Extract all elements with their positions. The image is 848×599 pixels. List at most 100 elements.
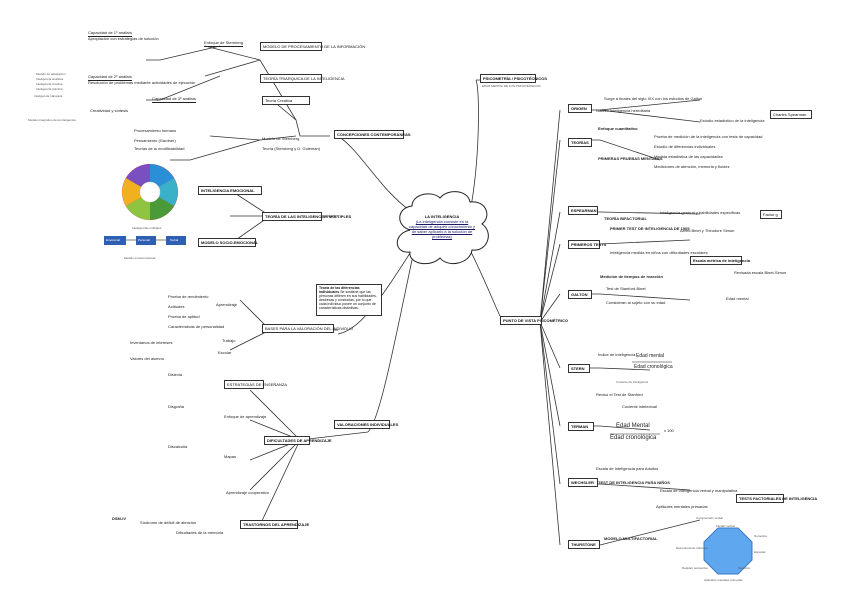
galton-d: Edad mental (726, 296, 749, 301)
thurstone-octagon (703, 527, 753, 575)
galton-a: Medición de tiempos de reacción (600, 274, 663, 279)
metric-scale-box[interactable]: Escala métrica de inteligencia (690, 256, 750, 265)
socioemotional-caption: Modelo socioemocional (124, 256, 156, 260)
theory-c: PRIMERAS PRUEBAS MENTALES (598, 156, 663, 161)
triarchic-theory-box[interactable]: TEORÍA TRIARQUICA DE LA INTELIGENCIA (260, 74, 345, 83)
octagon-label-6: Rapidez perceptiva (682, 566, 708, 570)
section-terman[interactable]: TERMAN (568, 422, 594, 431)
theory-list-1: Prueba de medición de la inteligencia co… (654, 134, 763, 139)
section-first-tests[interactable]: PRIMEROS TESTS (568, 240, 606, 249)
differences-note-text: Se sostiene que las personas difieren en… (319, 290, 377, 310)
section-theories[interactable]: TEORÍAS (568, 138, 592, 147)
stern-frac-top: Edad mental (636, 353, 665, 359)
valuation-item-4: Características de personalidad (168, 324, 225, 329)
thurstone-a: MODELO MULTIFACTORIAL (604, 536, 658, 541)
factorial-tests-box[interactable]: TESTS FACTORIALES DE INTELIGENCIA (736, 494, 817, 503)
sternberg-label: Enfoque de Sternberg (204, 40, 244, 47)
terman-a: Revisó el Test de Stanford (596, 392, 643, 397)
differences-note-title: Teoría de las diferencias individuales (319, 286, 360, 294)
conceptions-node[interactable]: CONCEPCIONES CONTEMPORÁNEAS (334, 130, 411, 139)
list-item-1: Modelo de adaptación (36, 72, 66, 76)
terman-x100: x 100 (664, 428, 674, 433)
valuations-node[interactable]: VALORACIONES INDIVIDUALES (334, 420, 398, 429)
spearman-a: TEORÍA BIFACTORIAL (604, 216, 647, 221)
learning-difficulties-box[interactable]: DIFICULTADES DE APRENDIZAJE (264, 436, 332, 445)
octagon-label-4: Espacial (754, 550, 766, 554)
example-5: Teoría (Sternberg y D. Goleman) (262, 146, 321, 151)
wheel-caption: Inteligencias múltiples (132, 226, 162, 230)
first-test-d: Revisada escala Binet-Simon (734, 270, 787, 275)
analysis3-text: Creatividad y síntesis (90, 108, 129, 113)
first-test-a: PRIMER TEST DE INTELIGENCIA DE 1905 (610, 226, 690, 231)
terman-frac-bottom: Edad cronológica (610, 435, 657, 441)
valuation-item-1: Prueba de rendimiento (168, 294, 209, 299)
caption-integrative: Modelo integrativo de la inteligencia (28, 118, 76, 122)
central-title: LA INTELIGENCIA (424, 214, 460, 219)
galton-b: Test de Stanford-Binet (606, 286, 646, 291)
stern-a: Índice de inteligencia (598, 352, 636, 357)
valuation-aside-2: Trabajo (222, 338, 236, 343)
psychometry-sub: EDAD MENTAL DE LOS PSICOTÉCNICOS (482, 84, 541, 88)
analysis3-label: Capacidad de 3º análisis (152, 96, 196, 103)
learning-disorders-box[interactable]: TRASTORNOS DEL APRENDIZAJE (240, 520, 309, 529)
first-test-c: Alfred Binet y Théodore Simon (680, 228, 735, 233)
tag-personal: Personal (138, 238, 150, 242)
multiple-intelligences-wheel (122, 164, 178, 220)
stern-frac-bottom: Edad cronológica (634, 364, 673, 370)
valuation-aside-3: Escolar (218, 350, 232, 355)
strategy-c: Aprendizaje cooperativo (226, 490, 269, 495)
teaching-strategies-box[interactable]: ESTRATEGIAS DE ENSEÑANZA (224, 380, 287, 389)
tag-social: Social (170, 238, 179, 242)
valuation-item-2: Actitudes (168, 304, 185, 309)
disorder-b: Dificultades de la memoria (176, 530, 224, 535)
octagon-label-2: Fluidez verbal (716, 524, 735, 528)
octagon-label-7: Razonamiento inductivo (676, 546, 709, 550)
caption-triarchic: Inteligencia triárquica (34, 94, 63, 98)
stern-b: Cociente de Inteligencia (616, 380, 649, 384)
list-item-4: Inteligencia práctica (36, 87, 63, 91)
thurstone-b: Aptitudes mentales primarias (656, 504, 708, 509)
psychometric-view-node[interactable]: PUNTO DE VISTA PSICOMÉTRICO (500, 316, 568, 325)
emotional-intelligence-box[interactable]: INTELIGENCIA EMOCIONAL (198, 186, 262, 195)
section-origin[interactable]: ORIGEN (568, 104, 592, 113)
wechsler-c: Escala de inteligencia verbal y manipula… (660, 488, 738, 493)
example-4: Modelo de Sternberg (262, 136, 300, 141)
multiple-intelligences-box[interactable]: TEORÍA DE LAS INTELIGENCIAS MÚLTIPLES (262, 212, 351, 221)
section-wechsler[interactable]: WECHSLER (568, 478, 598, 487)
section-spearman[interactable]: ESPEARMAN (568, 206, 598, 215)
disorder-c: DSM-IV (112, 516, 126, 521)
theory-list-4: Mediciones de atención, memoria y fluide… (654, 164, 730, 169)
central-topic: LA INTELIGENCIA (La inteligencia consist… (407, 214, 477, 239)
analysis1-label: Capacidad de 1º análisis (88, 30, 132, 37)
processing-model-box[interactable]: MODELO DE PROCESAMIENTO DE LA INFORMACIÓ… (260, 42, 365, 51)
strategy-a: Enfoque de aprendizaje (224, 414, 267, 419)
creative-theory-box[interactable]: Teoría Creativa (262, 96, 310, 105)
differences-note: Teoría de las diferencias individuales S… (316, 284, 382, 316)
octagon-label-5: Memoria (738, 566, 750, 570)
strategy-b: Mapas (224, 454, 237, 459)
octagon-caption: Aptitudes mentales primarias (704, 578, 743, 582)
valuation-item-3: Prueba de aptitud (168, 314, 200, 319)
example-3: Teorías de la modificabilidad (134, 146, 185, 151)
valuation-item-5: Inventarios de intereses (130, 340, 173, 345)
psychometry-node[interactable]: PSICOMETRÍA / PSICOTÉCNICOS (480, 74, 547, 83)
section-stern[interactable]: STERN (568, 364, 590, 373)
origin-detail: Estudio estadístico de la inteligencia (700, 118, 765, 123)
spearman-box[interactable]: Charles Spearman (770, 110, 812, 119)
spearman-b: Inteligencia general y habilidades espec… (660, 210, 741, 215)
analysis2-text: Resolución de problemas mediante activid… (88, 80, 196, 85)
terman-frac-top: Edad Mental (616, 423, 650, 429)
analysis1-text: Apropiación con estrategias de solución (88, 36, 159, 41)
wechsler-a: Escala de Inteligencia para Adultos (596, 466, 659, 471)
section-galton[interactable]: GALTON (568, 290, 592, 299)
analysis2-label: Capacidad de 2º análisis (88, 74, 132, 81)
example-1: Procesamiento humano (134, 128, 177, 133)
origin-text: Surge a finales del siglo XIX con los es… (604, 96, 703, 101)
socioemotional-model-box[interactable]: MODELO SOCIO-EMOCIONAL (198, 238, 258, 247)
factor-g-box[interactable]: Factor g (760, 210, 782, 219)
bases-valuation-box[interactable]: BASES PARA LA VALORACIÓN DEL INDIVIDUO (262, 324, 353, 333)
valuation-item-6: Valores del alumno (130, 356, 164, 361)
octagon-label-3: Numérica (754, 534, 767, 538)
section-thurstone[interactable]: THURSTONE (568, 540, 600, 549)
